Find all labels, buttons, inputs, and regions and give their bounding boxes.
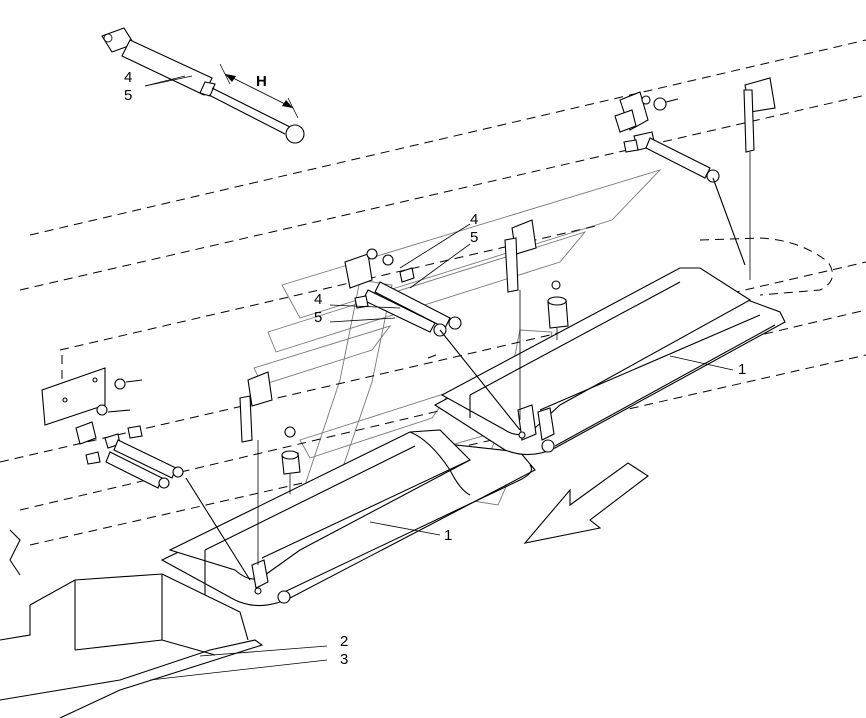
latch-left	[239, 371, 273, 565]
direction-arrow	[523, 462, 649, 544]
callout-4-lower: 4	[314, 291, 323, 308]
bump-stop-middle	[547, 280, 569, 340]
latch-right-top	[743, 77, 776, 280]
callout-4-strut-detail: 4	[124, 69, 133, 86]
leader-lines	[144, 75, 734, 681]
gas-strut-right	[614, 91, 746, 266]
step-front	[160, 429, 536, 607]
bracket-left	[41, 367, 251, 581]
step-rear	[433, 267, 786, 456]
callout-5-middle: 5	[470, 229, 479, 246]
callout-1-front-step: 1	[444, 527, 453, 544]
callout-5-lower: 5	[314, 309, 323, 326]
callout-1-rear-step: 1	[738, 361, 747, 378]
bump-stop-left	[281, 426, 301, 494]
callout-3: 3	[340, 651, 349, 668]
dimension-label: H	[256, 73, 267, 90]
callout-5-strut-detail: 5	[124, 87, 133, 104]
cab-structure	[0, 529, 264, 718]
callout-4-middle: 4	[470, 211, 479, 228]
callout-2: 2	[340, 633, 349, 650]
gas-strut-middle	[344, 248, 521, 431]
gas-strut-detail	[101, 27, 305, 144]
latch-middle	[504, 219, 537, 420]
